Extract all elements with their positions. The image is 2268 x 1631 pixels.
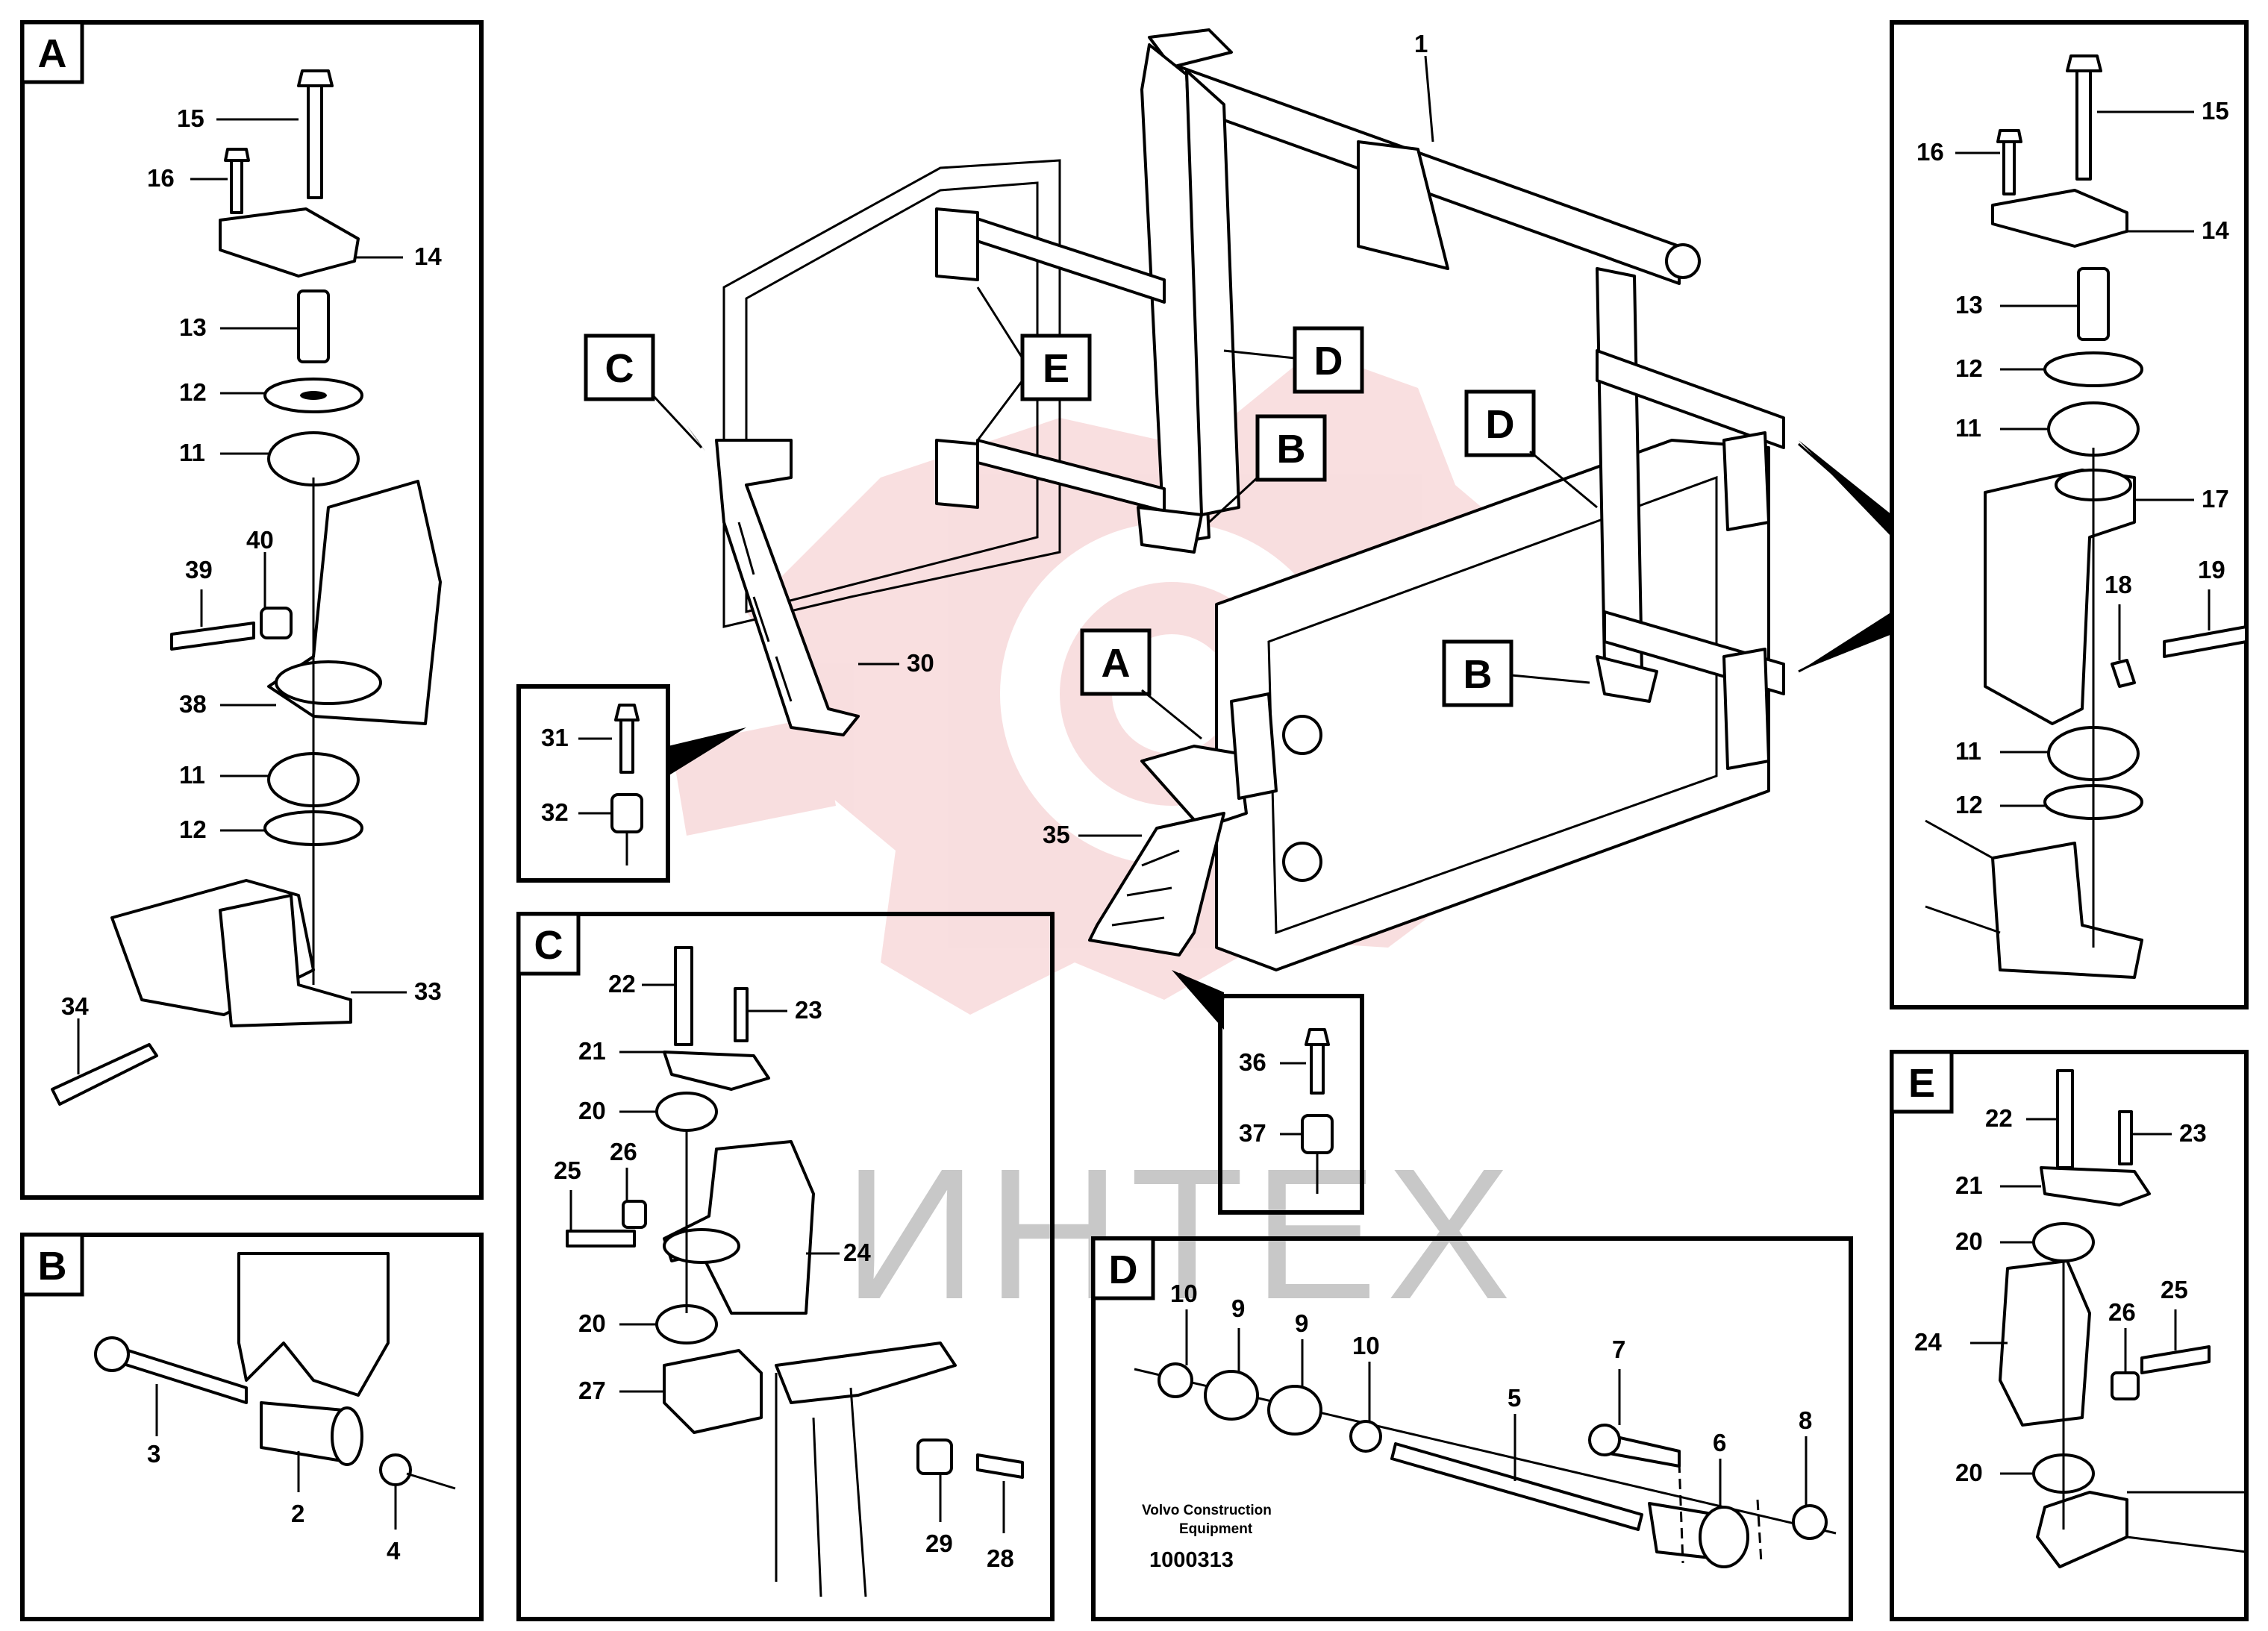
tag-d-upper[interactable]: D xyxy=(1223,326,1364,394)
svg-text:D: D xyxy=(1486,402,1515,447)
svg-text:40: 40 xyxy=(246,526,274,554)
svg-text:13: 13 xyxy=(1955,291,1983,319)
svg-text:4: 4 xyxy=(387,1537,401,1565)
svg-text:38: 38 xyxy=(179,690,207,718)
svg-text:2: 2 xyxy=(291,1500,304,1527)
svg-text:23: 23 xyxy=(2179,1119,2207,1147)
tag-a[interactable]: A xyxy=(1080,628,1202,740)
svg-text:19: 19 xyxy=(2198,556,2225,583)
svg-text:25: 25 xyxy=(554,1156,581,1184)
svg-text:11: 11 xyxy=(179,761,205,789)
svg-text:10: 10 xyxy=(1352,1332,1380,1359)
caption-line1: Volvo Construction xyxy=(1142,1503,1272,1518)
callout-box-bolt-spacer-c: 31 32 xyxy=(516,684,746,883)
svg-text:20: 20 xyxy=(578,1097,606,1124)
callout-bracket-front: 35 xyxy=(1043,821,1070,848)
svg-text:26: 26 xyxy=(2108,1298,2136,1326)
svg-text:16: 16 xyxy=(147,164,175,192)
svg-text:28: 28 xyxy=(987,1544,1014,1572)
svg-text:21: 21 xyxy=(1955,1171,1983,1199)
svg-text:33: 33 xyxy=(414,977,442,1005)
svg-text:11: 11 xyxy=(1955,414,1981,442)
panel-d-title: D xyxy=(1109,1247,1138,1292)
svg-text:12: 12 xyxy=(179,378,207,406)
svg-text:6: 6 xyxy=(1713,1429,1726,1456)
svg-text:12: 12 xyxy=(179,816,207,843)
svg-text:18: 18 xyxy=(2105,571,2132,598)
panel-e-callouts: 22 23 21 20 25 24 26 20 xyxy=(1914,1104,2207,1486)
callout-bracket-left: 30 xyxy=(907,649,934,677)
svg-text:17: 17 xyxy=(2202,485,2229,513)
svg-text:3: 3 xyxy=(147,1440,160,1468)
panel-c-title: C xyxy=(534,923,563,968)
callout-spacer-c: 32 xyxy=(541,798,569,826)
svg-text:24: 24 xyxy=(843,1239,871,1266)
svg-text:16: 16 xyxy=(1916,138,1944,166)
svg-text:20: 20 xyxy=(578,1309,606,1337)
panel-e: E xyxy=(1890,1050,2249,1621)
svg-text:15: 15 xyxy=(177,104,204,132)
tag-b-right[interactable]: B xyxy=(1442,639,1590,707)
svg-text:22: 22 xyxy=(1985,1104,2013,1132)
svg-text:20: 20 xyxy=(1955,1227,1983,1255)
callout-bolt-c: 31 xyxy=(541,724,569,751)
callout-frame: 1 xyxy=(1414,30,1428,57)
svg-text:11: 11 xyxy=(179,439,205,466)
panel-b-callouts: 3 2 4 xyxy=(147,1384,401,1565)
svg-text:22: 22 xyxy=(608,970,636,998)
svg-text:9: 9 xyxy=(1231,1295,1245,1322)
tag-e[interactable]: E xyxy=(976,287,1092,441)
panel-right xyxy=(1798,20,2249,1009)
svg-text:11: 11 xyxy=(1955,737,1981,765)
tag-c[interactable]: C xyxy=(584,334,705,451)
svg-text:A: A xyxy=(1102,641,1131,686)
watermark-text: ИНТЕХ xyxy=(843,1130,1519,1338)
svg-text:23: 23 xyxy=(795,996,822,1024)
svg-text:14: 14 xyxy=(2202,216,2229,244)
svg-text:7: 7 xyxy=(1612,1336,1625,1363)
callout-bolt-a: 36 xyxy=(1239,1048,1266,1076)
panel-right-callouts: 15 16 14 13 12 11 17 18 19 11 12 xyxy=(1916,97,2229,818)
panel-a-callouts: 15 16 14 13 12 11 40 39 38 11 12 34 33 xyxy=(61,104,442,1074)
panel-c: C xyxy=(516,912,1055,1621)
svg-text:26: 26 xyxy=(610,1138,637,1165)
svg-text:8: 8 xyxy=(1799,1406,1812,1434)
panel-c-callouts: 22 23 21 20 25 26 24 20 27 29 28 xyxy=(554,970,1014,1572)
svg-text:B: B xyxy=(1463,652,1493,697)
callout-spacer-a: 37 xyxy=(1239,1119,1266,1147)
svg-text:13: 13 xyxy=(179,313,207,341)
svg-text:24: 24 xyxy=(1914,1328,1942,1356)
svg-text:5: 5 xyxy=(1508,1384,1521,1412)
panel-b-title: B xyxy=(38,1244,67,1289)
callout-box-bolt-spacer-a: 36 37 xyxy=(1172,970,1364,1215)
svg-text:E: E xyxy=(1043,346,1069,391)
svg-text:39: 39 xyxy=(185,556,213,583)
svg-text:34: 34 xyxy=(61,992,89,1020)
svg-text:12: 12 xyxy=(1955,791,1983,818)
caption-line2: Equipment xyxy=(1179,1521,1253,1537)
svg-text:20: 20 xyxy=(1955,1459,1983,1486)
tag-d-right[interactable]: D xyxy=(1464,389,1598,509)
tag-b-upper[interactable]: B xyxy=(1208,414,1327,524)
panel-d: D xyxy=(1091,1236,1853,1621)
svg-text:9: 9 xyxy=(1295,1309,1308,1337)
panel-a-title: A xyxy=(38,31,67,76)
svg-text:25: 25 xyxy=(2161,1276,2188,1303)
svg-text:27: 27 xyxy=(578,1377,606,1404)
panel-e-title: E xyxy=(1908,1061,1935,1106)
document-number: 1000313 xyxy=(1149,1548,1234,1572)
svg-text:14: 14 xyxy=(414,242,442,270)
svg-text:21: 21 xyxy=(578,1037,606,1065)
svg-text:B: B xyxy=(1277,427,1306,472)
svg-text:10: 10 xyxy=(1170,1280,1198,1307)
panel-d-callouts: 10 9 9 10 7 5 6 8 Volvo Construction Equ… xyxy=(1142,1280,1812,1572)
panel-a: A xyxy=(20,20,484,1200)
panel-b: B xyxy=(20,1233,484,1621)
svg-text:C: C xyxy=(605,346,634,391)
svg-text:15: 15 xyxy=(2202,97,2229,125)
svg-text:29: 29 xyxy=(925,1530,953,1557)
svg-text:12: 12 xyxy=(1955,354,1983,382)
svg-text:D: D xyxy=(1314,339,1343,384)
